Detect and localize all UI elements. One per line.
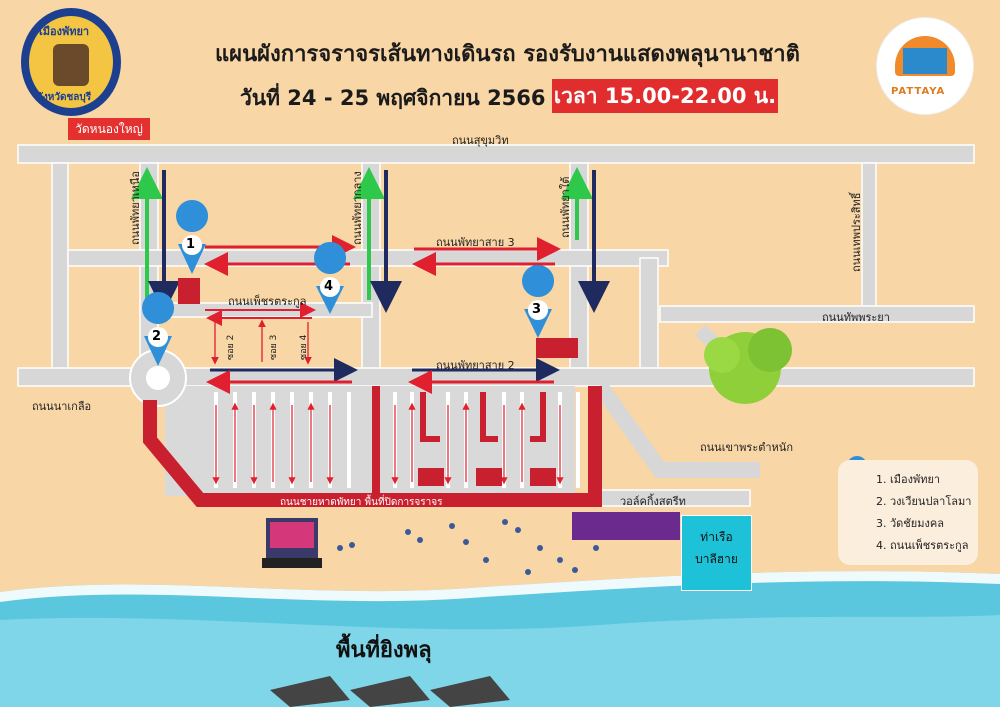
stage-illustration — [262, 518, 322, 568]
beach-block — [165, 386, 575, 496]
label-pattaya-sai-2: ถนนพัทยาสาย 2 — [436, 359, 515, 372]
label-na-kluea: ถนนนาเกลือ — [32, 400, 92, 413]
seal-text-bottom: จังหวัดชลบุรี — [37, 92, 92, 103]
seal-text-top: เมืองพัทยา — [39, 25, 90, 38]
label-thap-phraya: ถนนทัพพระยา — [822, 311, 890, 324]
label-pattaya-nuea: ถนนพัทยาเหนือ — [129, 171, 142, 245]
label-soi-4: ซอย 4 — [299, 334, 309, 360]
label-thep-prasit: ถนนเทพประสิทธิ์ — [850, 192, 863, 272]
bali-hai-pier: ท่าเรือ บาลีฮาย — [681, 515, 752, 591]
marker-1-label: 1 — [186, 237, 196, 252]
vertical-flow-arrows — [131, 167, 610, 313]
label-sukhumvit: ถนนสุขุมวิท — [452, 134, 509, 147]
label-walking-street: วอล์คกิ้งสตรีท — [620, 495, 686, 508]
time-badge: เวลา 15.00-22.00 น. — [552, 79, 778, 113]
road-thap-phraya — [659, 305, 975, 323]
label-pattaya-sai-3: ถนนพัทยาสาย 3 — [436, 236, 515, 249]
label-beach-road: ถนนชายหาดพัทยา พื้นที่ปิดการจราจร — [280, 497, 443, 508]
marker-2-label: 2 — [152, 329, 162, 344]
label-phetcharat: ถนนเพ็ชรตระกูล — [228, 295, 307, 308]
road-khao-phra-tamnak — [593, 381, 760, 478]
label-khao-phra-tamnak: ถนนเขาพระตำหนัก — [700, 441, 793, 454]
horse-rider-icon — [53, 44, 89, 86]
marker-4-label: 4 — [324, 279, 334, 294]
pier-label-line1: ท่าเรือ — [700, 530, 733, 544]
pier-label-line2: บาลีฮาย — [695, 552, 738, 566]
legend: 1. เมืองพัทยา 2. วงเวียนปลาโลมา 3. วัดชั… — [838, 460, 978, 565]
roundabout-center — [146, 366, 170, 390]
label-pattaya-klang: ถนนพัทยากลาง — [351, 171, 364, 245]
landmark-tag: วัดหนองใหญ่ — [68, 118, 150, 140]
event-date: วันที่ 24 - 25 พฤศจิกายน 2566 — [240, 86, 546, 110]
fireworks-zone-label: พื้นที่ยิงพลุ — [336, 638, 432, 663]
closed-blocks — [418, 392, 556, 486]
legend-item: 2. วงเวียนปลาโลมา — [876, 495, 972, 508]
page-title: แผนผังการจราจรเส้นทางเดินรถ รองรับงานแสด… — [215, 42, 800, 67]
soi-flow-arrows — [212, 402, 564, 485]
closed-beach-road — [143, 386, 602, 507]
legend-item: 1. เมืองพัทยา — [876, 473, 941, 486]
legend-item: 4. ถนนเพ็ชรตระกูล — [876, 539, 969, 552]
walking-street-zone — [572, 512, 680, 540]
buildings — [178, 278, 578, 358]
road-left-connector — [51, 162, 69, 376]
label-pattaya-tai: ถนนพัทยาใต้ — [559, 176, 572, 238]
marker-3-label: 3 — [532, 302, 542, 317]
road-sukhumvit — [17, 144, 975, 164]
crowd — [337, 519, 599, 575]
location-markers — [142, 200, 555, 366]
pattaya-logo: PATTAYA — [877, 18, 973, 114]
label-soi-2: ซอย 2 — [226, 334, 236, 360]
legend-item: 3. วัดชัยมงคล — [876, 517, 944, 530]
pattaya-brand-text: PATTAYA — [891, 86, 946, 97]
label-soi-3: ซอย 3 — [269, 334, 279, 360]
closed-klang-segment — [372, 386, 380, 496]
road-connector-right — [639, 257, 659, 377]
firework-barges — [270, 676, 510, 707]
city-seal: เมืองพัทยา จังหวัดชลบุรี — [21, 8, 121, 116]
